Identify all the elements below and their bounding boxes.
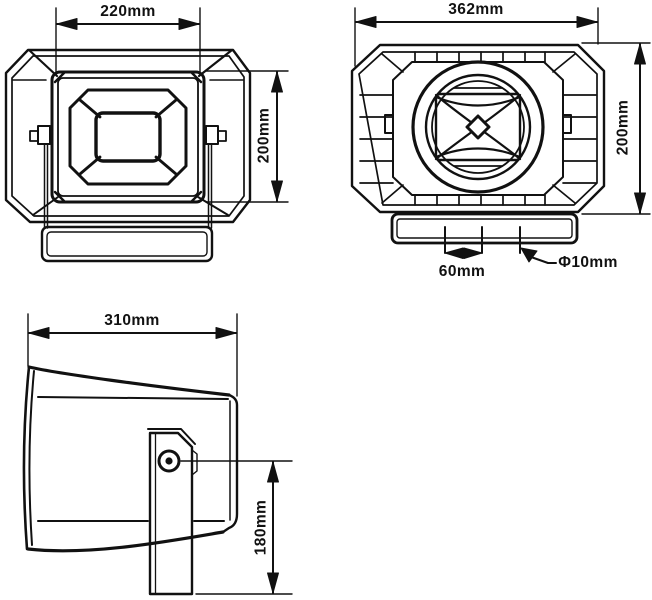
side-view <box>22 313 293 596</box>
back-inner-panel <box>392 61 564 196</box>
back-top-ribs <box>414 51 546 63</box>
side-bracket-strap <box>147 428 198 596</box>
front-horn-flare <box>68 88 188 186</box>
back-clip-left <box>384 114 394 134</box>
back-view <box>350 7 651 264</box>
slot-spacing-label: 60mm <box>438 263 486 280</box>
bracket-height-dimension <box>180 460 293 595</box>
side-mouth-lip <box>22 365 31 551</box>
back-bracket-bar <box>390 212 579 245</box>
front-width-dimension <box>55 7 201 74</box>
back-driver-detail <box>434 87 522 167</box>
front-frame-outer <box>50 70 206 204</box>
back-width-label: 362mm <box>448 1 504 18</box>
front-horn-throat <box>94 111 162 163</box>
back-clip-right <box>562 114 572 134</box>
back-height-dimension <box>581 42 651 215</box>
back-side-ribs <box>359 94 597 184</box>
side-top-edge <box>27 365 231 397</box>
front-pivot-left <box>37 125 51 145</box>
hole-diameter-leader <box>520 247 557 264</box>
side-rear-cover <box>221 393 239 534</box>
front-height-label: 200mm <box>255 107 273 164</box>
side-bottom-edge <box>26 530 225 553</box>
front-view <box>4 7 289 263</box>
front-pivot-right <box>205 125 219 145</box>
slot-spacing-dimension <box>444 247 483 259</box>
back-body-outline <box>350 43 606 214</box>
back-center-diamond <box>465 114 491 140</box>
front-horn-bell-outline <box>4 48 252 224</box>
side-depth-dimension <box>27 313 238 397</box>
side-pivot-bolt <box>157 449 181 473</box>
back-width-dimension <box>354 7 599 67</box>
side-depth-label: 310mm <box>104 312 160 329</box>
front-width-label: 220mm <box>100 3 156 20</box>
back-bottom-ribs <box>414 194 546 206</box>
front-height-dimension <box>205 70 289 203</box>
bracket-height-label: 180mm <box>252 499 270 556</box>
back-height-label: 200mm <box>614 99 632 156</box>
front-bracket-bar <box>40 225 214 263</box>
hole-diameter-label: Φ10mm <box>558 254 618 271</box>
